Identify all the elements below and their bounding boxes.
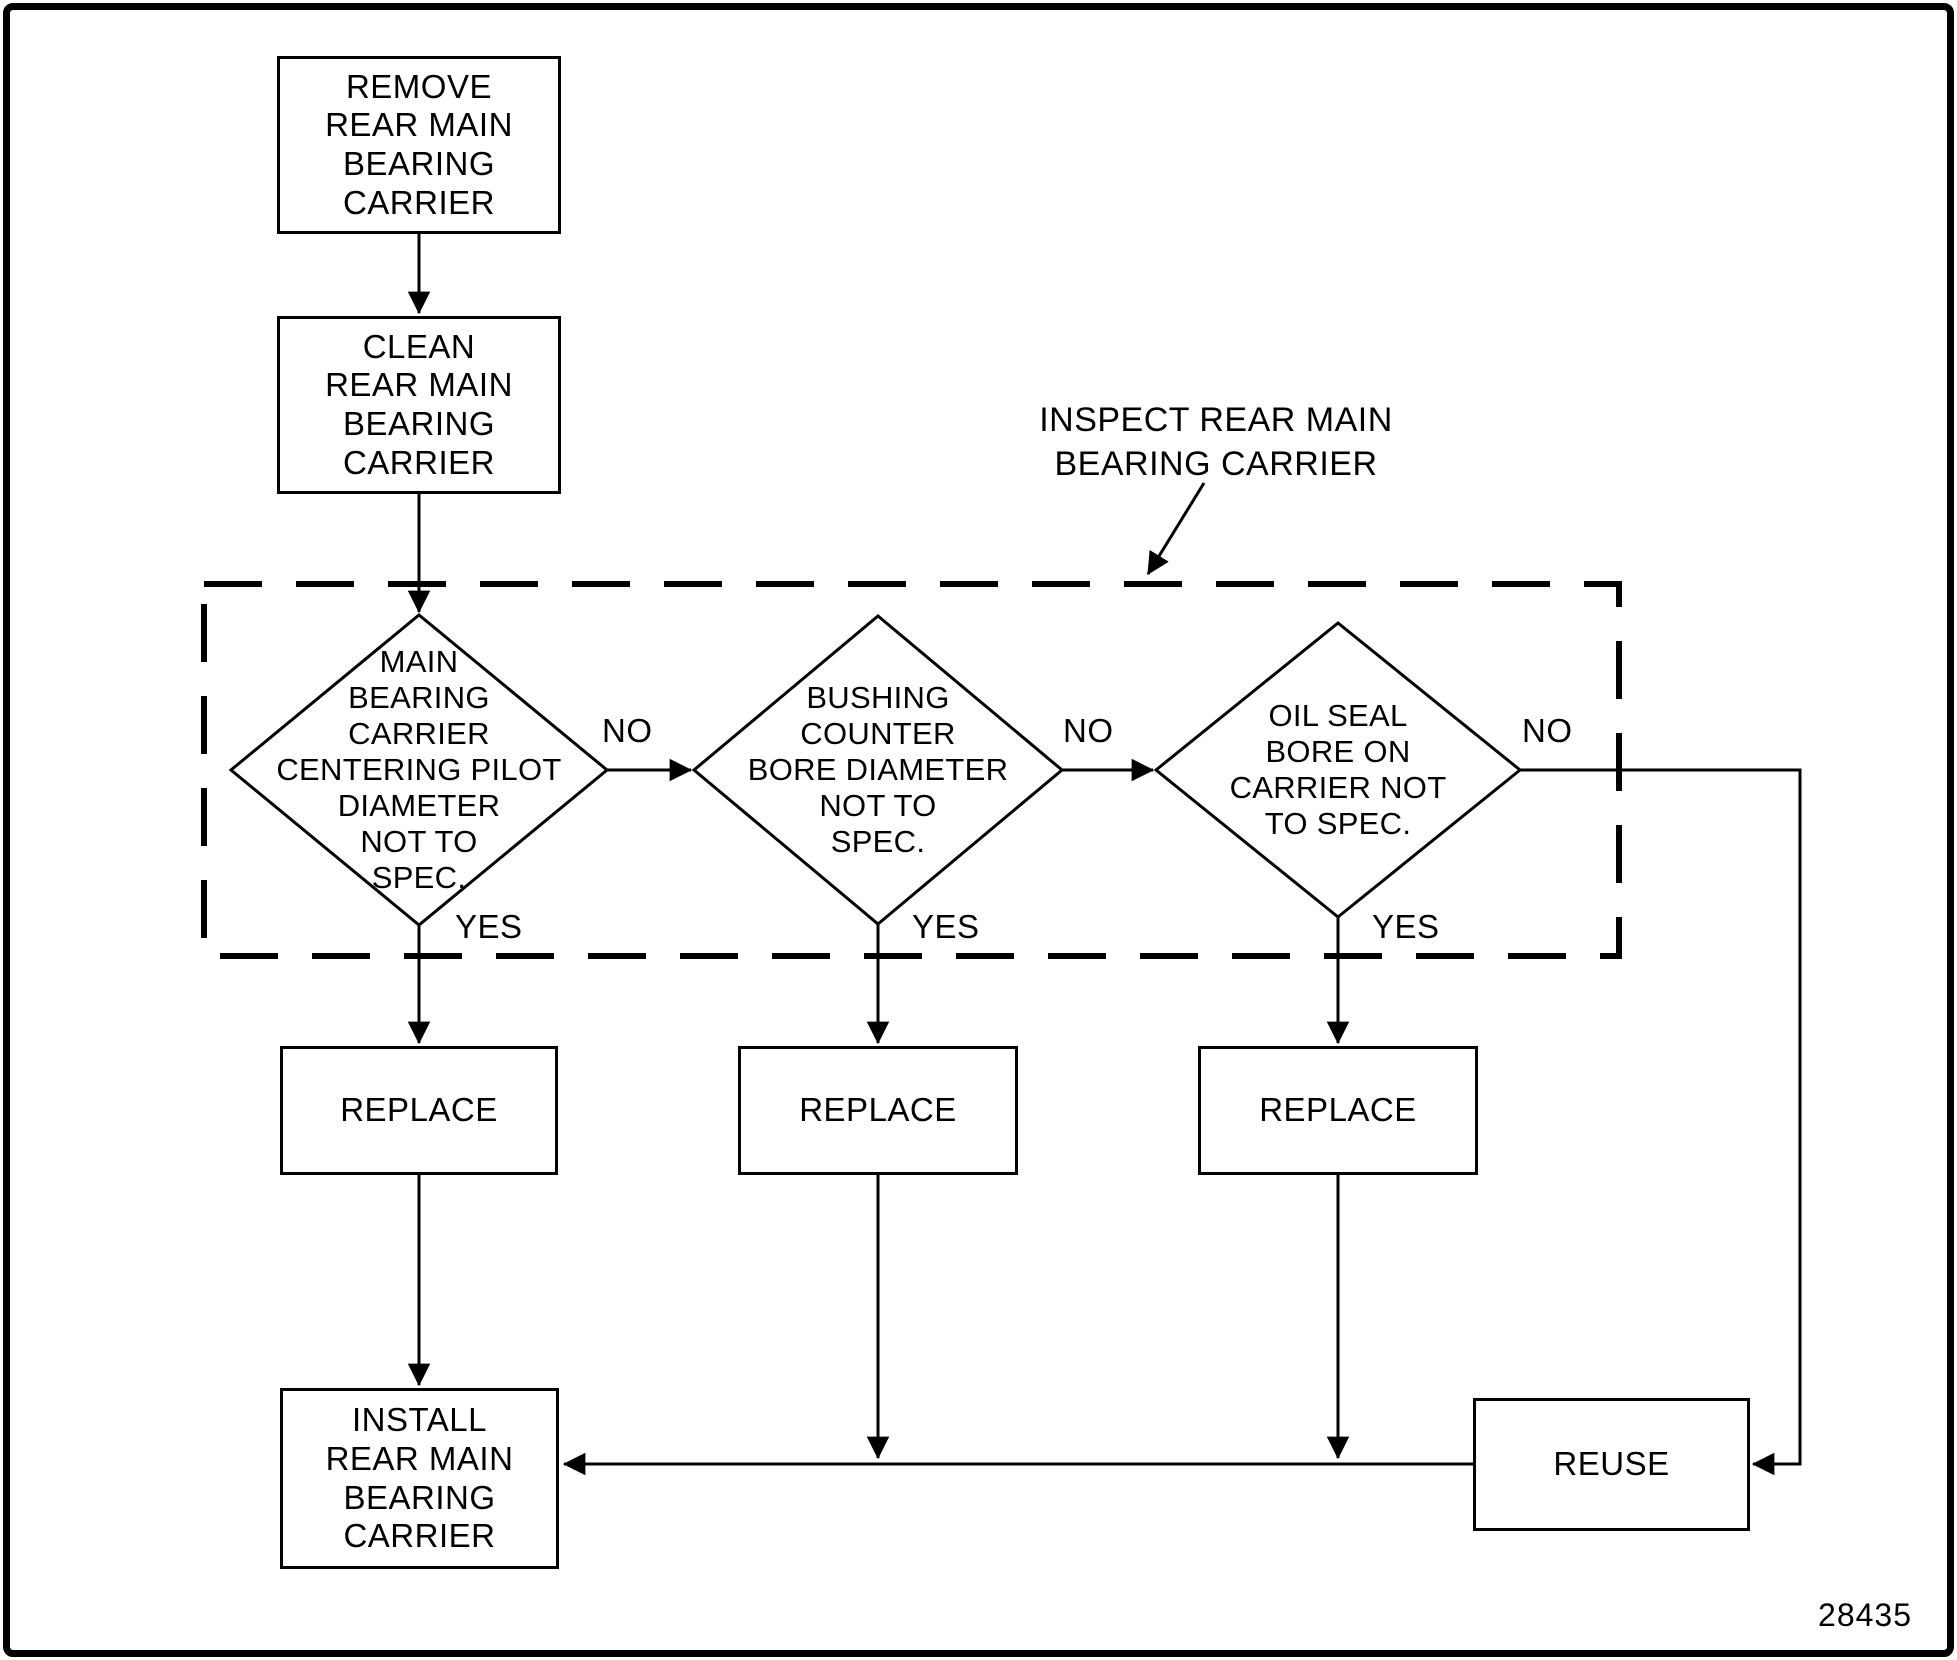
- node-clean-carrier: CLEAN REAR MAIN BEARING CARRIER: [277, 316, 561, 494]
- edge-label-yes-bushing: YES: [912, 908, 980, 945]
- decision-oilseal-diamond: [1153, 621, 1523, 919]
- figure-number: 28435: [1818, 1597, 1912, 1633]
- edge-label-yes-oilseal: YES: [1372, 908, 1440, 945]
- node-replace-bushing: REPLACE: [738, 1046, 1018, 1175]
- edge-label-yes-pilot: YES: [455, 908, 523, 945]
- node-remove-carrier: REMOVE REAR MAIN BEARING CARRIER: [277, 56, 561, 234]
- decision-bushing-diamond: [691, 614, 1065, 926]
- edge-no-oilseal-to-reuse: [1520, 768, 1802, 1476]
- inspect-label-pointer: [1146, 482, 1206, 575]
- edge-label-no-pilot: NO: [602, 712, 653, 749]
- inspect-group-label: INSPECT REAR MAIN BEARING CARRIER: [1039, 401, 1393, 484]
- node-replace-oilseal: REPLACE: [1198, 1046, 1478, 1175]
- decision-pilot-diamond: [228, 613, 610, 927]
- node-install-carrier: INSTALL REAR MAIN BEARING CARRIER: [280, 1388, 559, 1569]
- edge-label-no-bushing: NO: [1063, 712, 1114, 749]
- edge-label-no-oilseal: NO: [1522, 712, 1573, 749]
- node-replace-pilot: REPLACE: [280, 1046, 558, 1175]
- node-reuse: REUSE: [1473, 1398, 1750, 1531]
